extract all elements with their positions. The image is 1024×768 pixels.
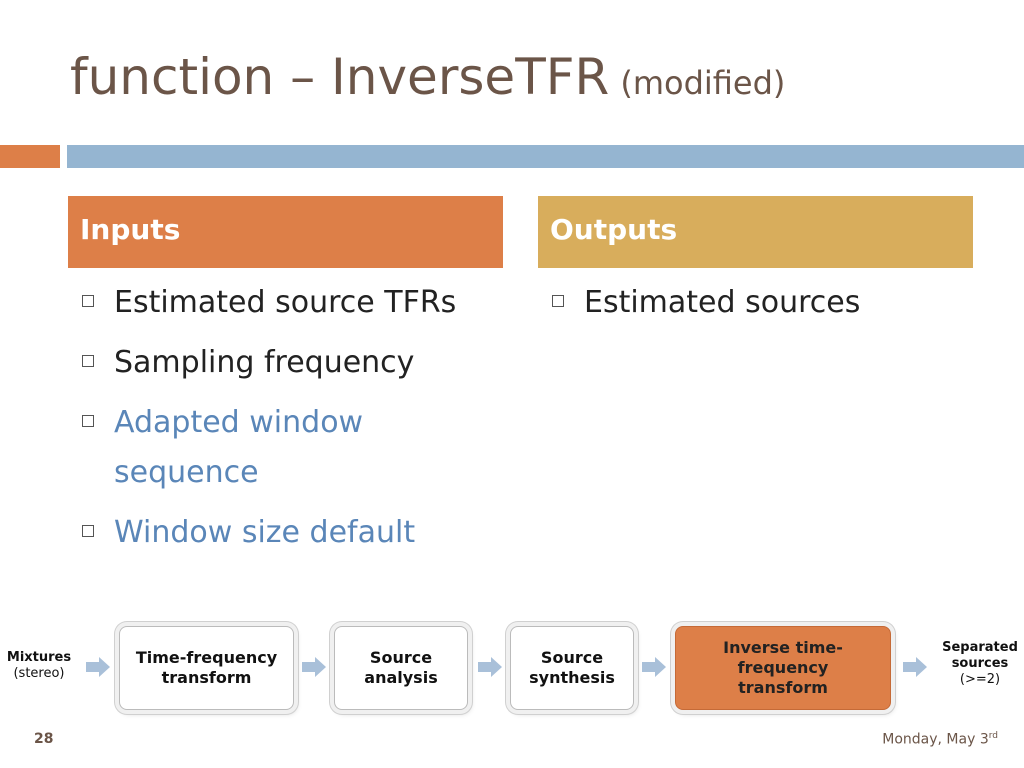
slide-title-main: function – InverseTFR [70,48,610,106]
slide-title: function – InverseTFR (modified) [70,48,785,106]
bullet-square-icon [82,295,94,307]
page-number: 28 [34,731,54,747]
outputs-header: Outputs [538,196,973,268]
outputs-list: Estimated sources [538,278,968,338]
flow-arrow-icon [478,657,502,677]
flow-start-sub: (stereo) [13,666,65,681]
bullet-square-icon [82,525,94,537]
flow-start-label: Mixtures [6,650,72,665]
flow-step-inverse-tfr: Inverse time-frequency transform [675,626,891,710]
flow-end-sub: (>=2) [959,672,1001,687]
slide-title-sub: (modified) [620,64,786,102]
flow-arrow-icon [642,657,666,677]
inputs-list: Estimated source TFRs Sampling frequency… [68,278,498,568]
flow-step-source-analysis: Source analysis [334,626,468,710]
list-item: Estimated source TFRs [68,278,498,328]
flow-arrow-icon [302,657,326,677]
footer-date: Monday, May 3rd [882,731,998,748]
bullet-square-icon [552,295,564,307]
flow-arrow-icon [86,657,110,677]
list-item: Sampling frequency [68,338,498,388]
bullet-square-icon [82,415,94,427]
flow-end-label: Separated sources [942,640,1018,671]
decorative-bar-orange [0,145,60,168]
flow-start: Mixtures (stereo) [4,650,74,682]
flow-arrow-icon [903,657,927,677]
list-item: Estimated sources [538,278,968,328]
list-item: Adapted window sequence [68,398,498,498]
list-item: Window size default [68,508,498,558]
bullet-square-icon [82,355,94,367]
inputs-header: Inputs [68,196,503,268]
flow-step-tfr: Time-frequency transform [119,626,294,710]
decorative-bar-blue [67,145,1024,168]
flow-step-source-synthesis: Source synthesis [510,626,634,710]
flow-end: Separated sources (>=2) [938,640,1022,688]
